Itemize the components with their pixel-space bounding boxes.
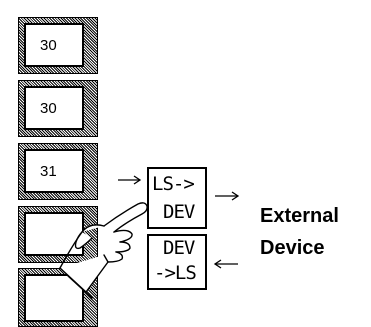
key-2-value: 31	[40, 163, 57, 180]
key-1[interactable]: 30	[18, 80, 98, 137]
dev-to-ls-line1: DEV	[163, 237, 195, 259]
key-0[interactable]: 30	[18, 17, 98, 74]
ls-to-dev-box: LS-> DEV	[147, 167, 207, 229]
dev-to-ls-box: DEV ->LS	[147, 234, 207, 290]
pointing-hand-icon	[59, 202, 148, 299]
ls-to-dev-line1: LS->	[152, 173, 195, 195]
key-2-face: 31	[24, 149, 84, 193]
ls-to-dev-line2: DEV	[163, 201, 195, 223]
arrow-right-icon	[118, 175, 142, 185]
key-2[interactable]: 31	[18, 143, 98, 200]
key-1-face: 30	[24, 86, 84, 130]
key-1-value: 30	[40, 100, 57, 117]
external-device-label-line1: External	[260, 205, 339, 227]
key-0-face: 30	[24, 23, 84, 67]
arrow-left-icon	[213, 259, 238, 269]
key-4[interactable]	[18, 268, 98, 327]
external-device-label-line2: Device	[260, 237, 325, 259]
key-0-value: 30	[40, 37, 57, 54]
arrow-right-icon	[215, 191, 240, 201]
dev-to-ls-line2: ->LS	[154, 262, 197, 284]
